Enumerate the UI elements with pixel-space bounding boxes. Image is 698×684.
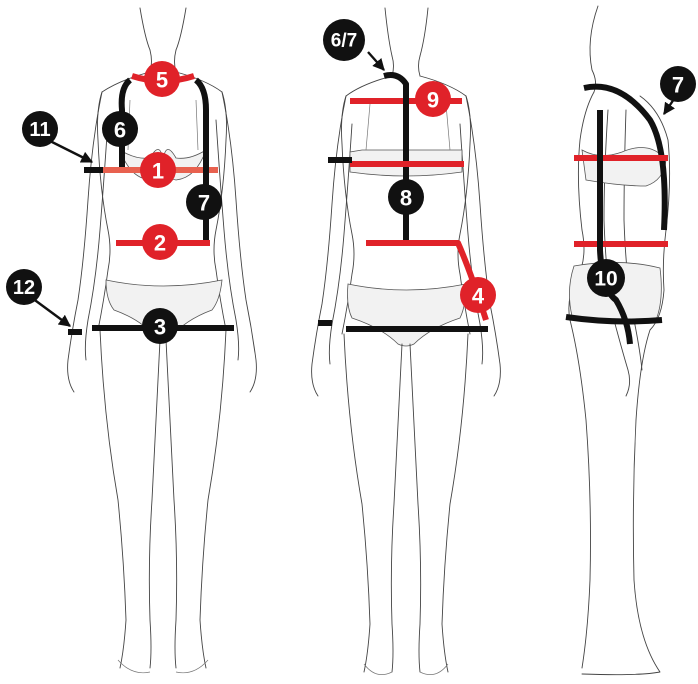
- badge-11: 11: [22, 111, 58, 147]
- badge-3-label: 3: [154, 315, 166, 340]
- badge-11-label: 11: [29, 119, 50, 141]
- badge-1: 1: [140, 152, 176, 188]
- badge-2-label: 2: [154, 231, 166, 256]
- badge-8-label: 8: [400, 186, 412, 211]
- side-figure: [569, 6, 670, 675]
- badge-10-label: 10: [594, 268, 617, 291]
- badge-1-label: 1: [152, 159, 164, 184]
- badge-9-label: 9: [427, 88, 439, 113]
- badge-8: 8: [388, 179, 424, 215]
- badge-9: 9: [415, 81, 451, 117]
- badge-6: 6: [102, 111, 138, 147]
- badge-4: 4: [460, 277, 496, 313]
- badge-5: 5: [144, 61, 180, 97]
- badge-7-side-label: 7: [672, 73, 684, 98]
- badge-10: 10: [587, 259, 625, 297]
- arrow-12: [32, 298, 70, 326]
- badge-12: 12: [6, 269, 42, 305]
- badge-7-front: 7: [186, 184, 222, 220]
- badge-2: 2: [142, 224, 178, 260]
- badge-6-label: 6: [114, 118, 126, 143]
- badge-6-7-label: 6/7: [331, 31, 357, 52]
- badge-7-front-label: 7: [198, 191, 210, 216]
- badge-5-label: 5: [156, 68, 168, 93]
- arrow-6-7: [368, 52, 384, 70]
- badge-12-label: 12: [13, 277, 35, 299]
- badge-7-side: 7: [660, 66, 696, 102]
- badge-4-label: 4: [472, 284, 485, 309]
- badge-3: 3: [142, 308, 178, 344]
- badge-6-7: 6/7: [323, 19, 365, 61]
